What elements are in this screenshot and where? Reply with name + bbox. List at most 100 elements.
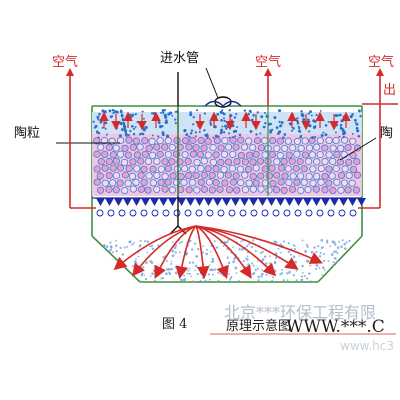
water-speck <box>222 112 226 116</box>
plate-tooth <box>312 198 321 206</box>
ceramsite-ball <box>329 144 337 152</box>
air-pipes <box>69 74 398 209</box>
water-speck <box>131 124 134 128</box>
ceramsite-ball <box>221 137 229 145</box>
sludge-speck <box>282 279 285 282</box>
ceramsite-ball <box>321 172 329 181</box>
water-speck <box>355 126 359 130</box>
ceramsite-ball <box>132 137 140 145</box>
aeration-hole <box>349 209 357 217</box>
sludge-speck <box>170 263 173 265</box>
sludge-speck <box>281 268 284 271</box>
water-speck <box>220 119 223 122</box>
ceramsite-ball <box>277 178 285 186</box>
sludge-speck <box>277 247 280 250</box>
sludge-speck <box>318 267 321 269</box>
sludge-speck <box>313 246 316 249</box>
sludge-speck <box>105 245 109 248</box>
ceramsite-ball <box>161 143 169 151</box>
ceramsite-ball <box>244 165 253 173</box>
sludge-speck <box>303 274 306 277</box>
water-speck <box>228 109 231 112</box>
ceramsite-ball <box>285 151 293 159</box>
sludge-speck <box>335 261 338 264</box>
water-speck <box>196 109 199 112</box>
ceramsite-ball <box>277 164 286 172</box>
water-speck <box>189 112 193 117</box>
ceramsite-ball <box>309 165 317 173</box>
water-speck <box>283 133 287 136</box>
plate-tooth <box>159 198 168 206</box>
sludge-speck <box>245 258 249 261</box>
ceramsite-ball <box>181 164 189 173</box>
ceramsite-ball <box>133 151 141 159</box>
ceramsite-ball <box>288 185 297 193</box>
sludge-speck <box>295 279 298 282</box>
ceramsite-ball <box>148 137 156 146</box>
sludge-speck <box>247 251 249 254</box>
ceramsite-ball <box>305 157 313 166</box>
water-speck <box>260 115 264 119</box>
water-speck <box>131 113 135 117</box>
ceramsite-ball <box>349 165 358 173</box>
sludge-speck <box>215 246 219 249</box>
ceramsite-ball <box>220 150 229 158</box>
water-speck <box>185 133 189 137</box>
ceramsite-ball <box>185 172 193 180</box>
water-speck <box>236 126 239 129</box>
sludge-speck <box>139 239 142 242</box>
water-speck <box>327 121 330 123</box>
water-speck <box>232 125 235 128</box>
water-speck <box>217 135 220 138</box>
water-speck <box>129 129 132 133</box>
ceramsite-ball <box>321 157 329 166</box>
water-speck <box>297 125 300 128</box>
ceramsite-ball <box>181 151 189 159</box>
sludge-speck <box>222 244 225 247</box>
ceramsite-ball <box>249 172 257 181</box>
water-speck <box>357 109 361 113</box>
water-speck <box>127 133 130 137</box>
water-speck <box>105 133 108 136</box>
sludge-speck <box>334 250 337 253</box>
water-speck <box>339 123 343 127</box>
ceramsite-ball <box>241 171 249 179</box>
water-speck <box>198 130 201 133</box>
water-speck <box>197 124 200 128</box>
sludge-speck <box>232 246 234 249</box>
water-speck <box>152 111 156 116</box>
ceramsite-ball <box>101 150 109 159</box>
ceramsite-ball <box>233 186 241 194</box>
sludge-speck <box>292 244 295 247</box>
plate-tooth <box>249 198 258 206</box>
ceramsite-ball <box>97 186 105 194</box>
ceramsite-ball <box>300 178 308 187</box>
water-speck <box>299 136 303 139</box>
water-speck <box>243 109 247 112</box>
ceramsite-ball <box>105 157 113 166</box>
water-speck <box>223 117 225 120</box>
ceramsite-ball <box>157 178 165 187</box>
water-speck <box>324 133 328 137</box>
water-speck <box>138 133 142 136</box>
water-speck <box>204 134 208 137</box>
sludge-speck <box>151 272 154 276</box>
sludge-speck <box>146 251 148 253</box>
water-speck <box>209 123 213 126</box>
sludge-speck <box>319 251 322 254</box>
sludge-speck <box>305 277 309 280</box>
sludge-speck <box>199 279 202 282</box>
ceramsite-ball <box>124 151 132 159</box>
ceramsite-ball <box>305 144 314 152</box>
sludge-speck <box>284 265 287 268</box>
sludge-speck <box>235 272 238 275</box>
sludge-speck <box>212 273 214 276</box>
water-speck <box>209 121 212 124</box>
ceramsite-ball <box>164 178 172 186</box>
water-speck <box>322 131 325 134</box>
sludge-speck <box>251 273 254 276</box>
water-speck <box>220 128 224 132</box>
sludge-speck <box>217 271 220 274</box>
water-speck <box>310 114 313 117</box>
